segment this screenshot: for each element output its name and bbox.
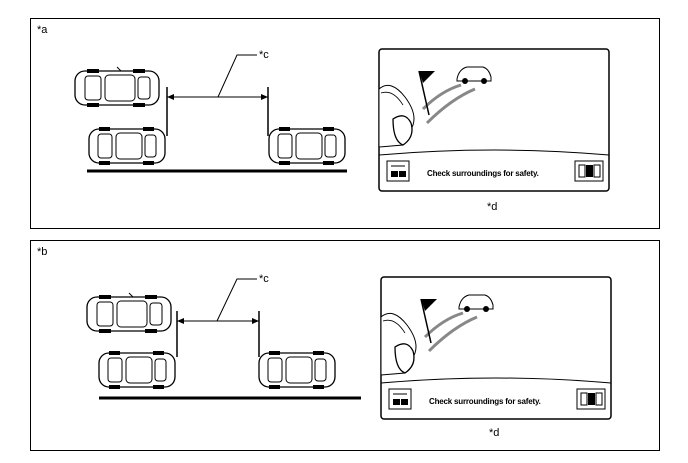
parked-vehicle-right <box>258 351 336 389</box>
parked-vehicle-right <box>268 127 346 165</box>
distance-marker <box>176 278 260 357</box>
parking-distance-icon <box>386 160 410 182</box>
parking-distance-icon <box>388 388 412 410</box>
sensor-status-icon <box>574 160 604 182</box>
distance-label: *c <box>259 49 269 61</box>
panel-label: *b <box>37 246 48 258</box>
moving-vehicle <box>86 292 172 333</box>
parking-scene-a <box>74 48 610 192</box>
moving-vehicle <box>74 66 160 107</box>
screen-label: *d <box>489 427 500 439</box>
sensor-status-icon <box>576 388 606 410</box>
panel-label: *a <box>37 24 48 36</box>
distance-label: *c <box>259 273 269 285</box>
diagram-panel-a: *a <box>30 18 660 229</box>
parked-vehicle-left <box>98 351 176 389</box>
camera-display <box>378 48 610 192</box>
distance-marker <box>166 54 269 136</box>
parked-vehicle-left <box>88 127 166 165</box>
camera-display <box>380 276 612 420</box>
parking-scene-b <box>86 276 612 420</box>
camera-message: Check surroundings for safety. <box>429 397 541 406</box>
diagram-panel-b: *b <box>30 240 660 451</box>
camera-message: Check surroundings for safety. <box>427 169 539 178</box>
screen-label: *d <box>487 201 498 213</box>
